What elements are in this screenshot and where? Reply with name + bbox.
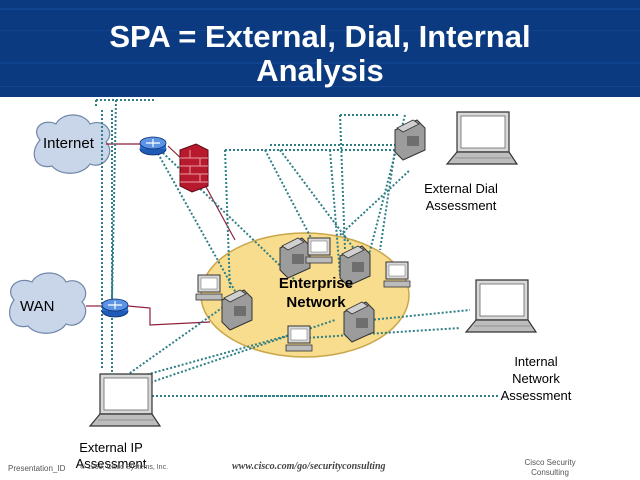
router-enterprise-link [127, 305, 211, 326]
title-line-2: Analysis [256, 53, 384, 88]
wan-label: WAN [20, 298, 55, 315]
enterprise-network-label: Enterprise Network [278, 275, 354, 311]
internal-assessment-laptop-icon [465, 279, 537, 333]
company-name: Cisco Security Consulting [524, 458, 576, 477]
external-ip-assessment-label: External IP Assessment [75, 440, 147, 471]
presentation-id: Presentation_ID [8, 464, 66, 473]
firewall-icon [179, 143, 209, 193]
slide-title: SPA = External, Dial, Internal Analysis [0, 20, 640, 88]
external-dial-assessment-label: External Dial Assessment [424, 181, 498, 213]
internet-label: Internet [43, 135, 94, 152]
internet-cloud [33, 114, 111, 174]
enterprise-pc-icon [285, 325, 313, 352]
footer-url: www.cisco.com/go/securityconsulting [232, 461, 386, 472]
title-banner: SPA = External, Dial, Internal Analysis [0, 0, 640, 97]
copyright-notice: © 1999, Cisco Systems, Inc. [80, 464, 169, 471]
enterprise-pc-icon [195, 274, 223, 301]
wan-router-icon [101, 298, 129, 318]
enterprise-pc-icon [305, 237, 333, 264]
wan-cloud [9, 272, 87, 334]
external-dial-phone-icon [394, 119, 426, 161]
title-line-1: SPA = External, Dial, Internal [109, 19, 531, 54]
external-ip-laptop-icon [89, 373, 161, 427]
banner-stripes [0, 0, 640, 97]
internet-router-icon [139, 136, 167, 156]
external-dial-laptop-icon [446, 111, 518, 165]
internal-network-assessment-label: Internal Network Assessment [500, 354, 572, 403]
firewall-enterprise-link [204, 184, 236, 241]
enterprise-pc-icon [383, 261, 411, 288]
